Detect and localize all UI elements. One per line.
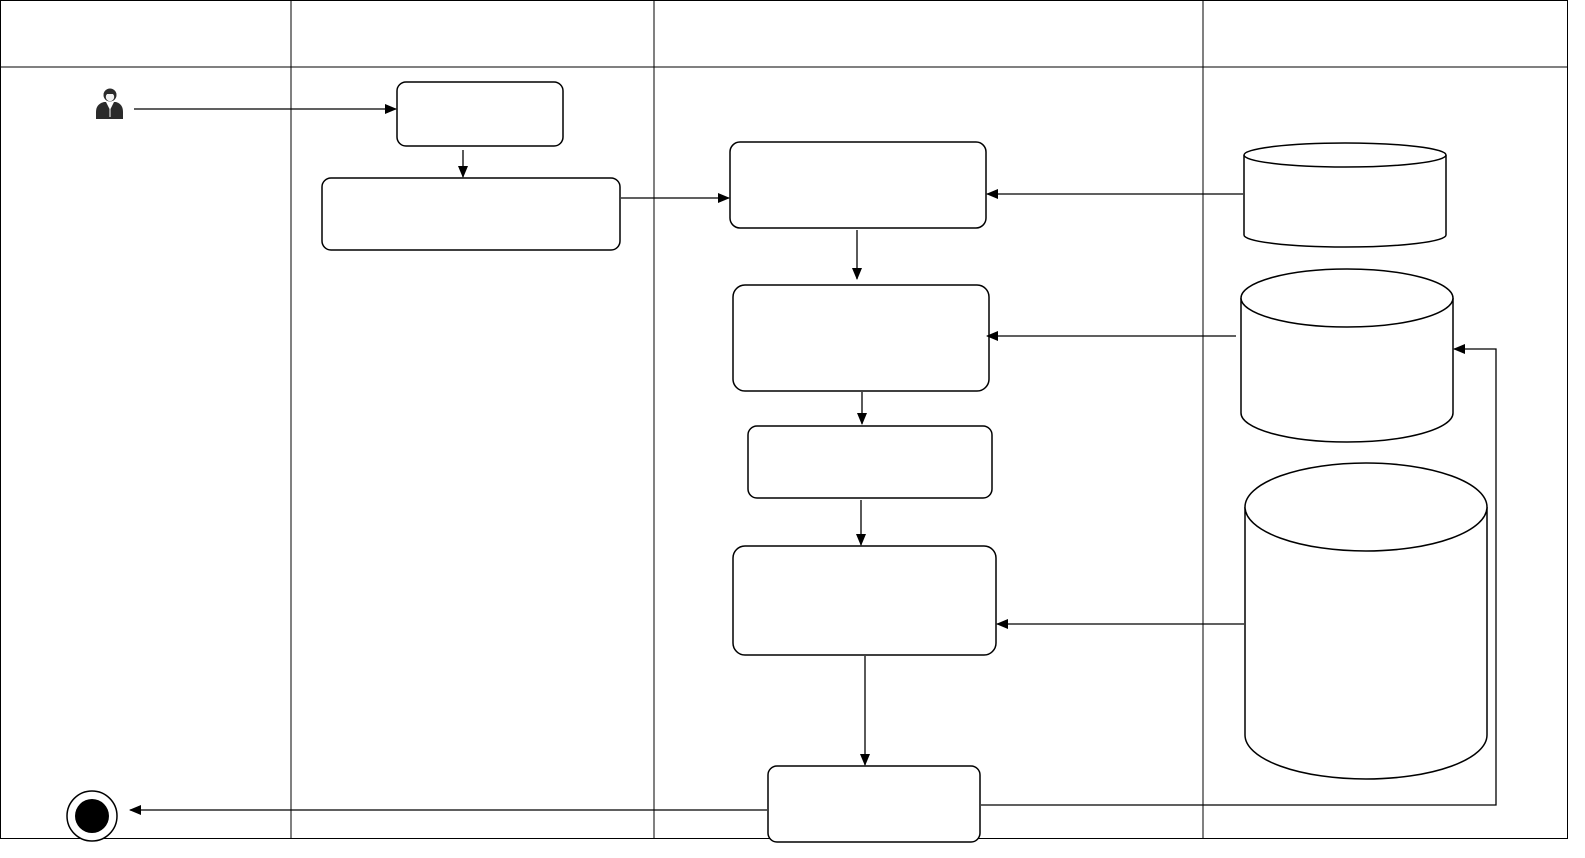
activity-5 [747, 425, 993, 499]
activity-3 [729, 141, 987, 229]
activity-2 [321, 177, 621, 251]
activity-6 [732, 545, 997, 656]
activity-4 [732, 284, 990, 392]
edge-activity-7-to-datastore-2 [981, 344, 1497, 806]
final-node [66, 790, 118, 842]
datastore-1 [1243, 142, 1447, 248]
datastore-2 [1240, 268, 1454, 443]
activity-1 [396, 81, 564, 147]
datastore-3 [1244, 462, 1488, 780]
user-icon [96, 88, 123, 119]
connectors [129, 104, 1497, 815]
activity-7 [767, 765, 981, 843]
activities [321, 81, 997, 843]
